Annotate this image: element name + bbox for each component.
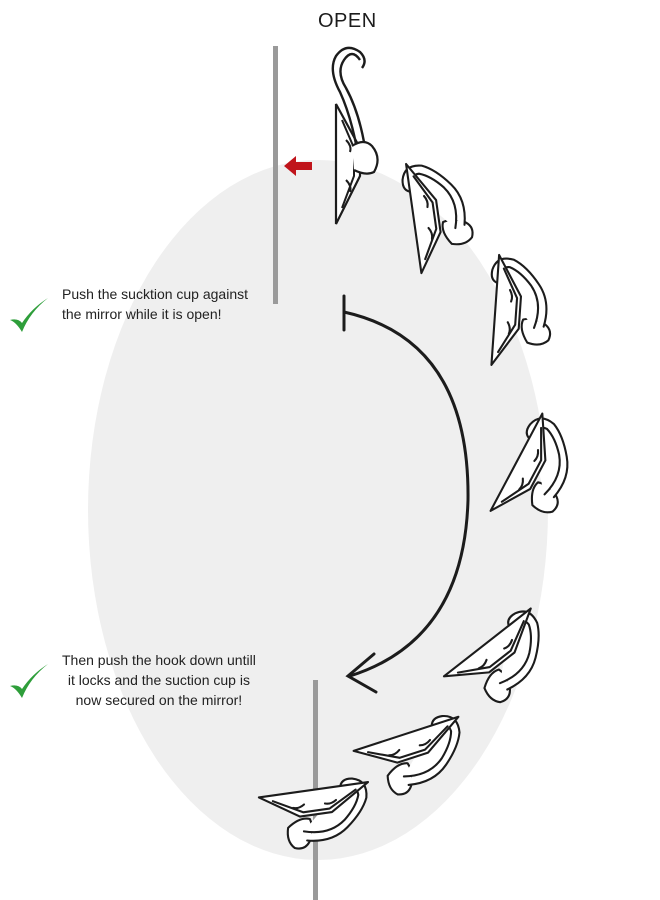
suction-hook-icon — [439, 602, 567, 722]
checkmark-icon — [10, 298, 48, 332]
instruction-step-1: Push the sucktion cup against the mirror… — [6, 284, 248, 338]
instruction-text-1: Push the sucktion cup against the mirror… — [62, 286, 249, 322]
open-label: OPEN — [318, 10, 377, 32]
arrow-left-icon — [284, 156, 312, 176]
suction-hook-icon — [484, 253, 557, 370]
hook-rotation-sequence — [257, 155, 594, 855]
mirror-line-top — [273, 46, 278, 304]
hook-open-position — [331, 46, 379, 225]
background-circle — [88, 160, 548, 860]
checkmark-icon — [10, 664, 48, 698]
curved-arrow-icon — [342, 294, 470, 694]
instruction-text-2: Then push the hook down untill it locks … — [62, 652, 256, 708]
suction-hook-icon — [257, 775, 377, 855]
suction-hook-icon — [484, 409, 594, 539]
instruction-step-2: Then push the hook down untill it locks … — [6, 650, 256, 710]
suction-hook-icon — [399, 155, 479, 275]
suction-hook-icon — [350, 710, 477, 806]
